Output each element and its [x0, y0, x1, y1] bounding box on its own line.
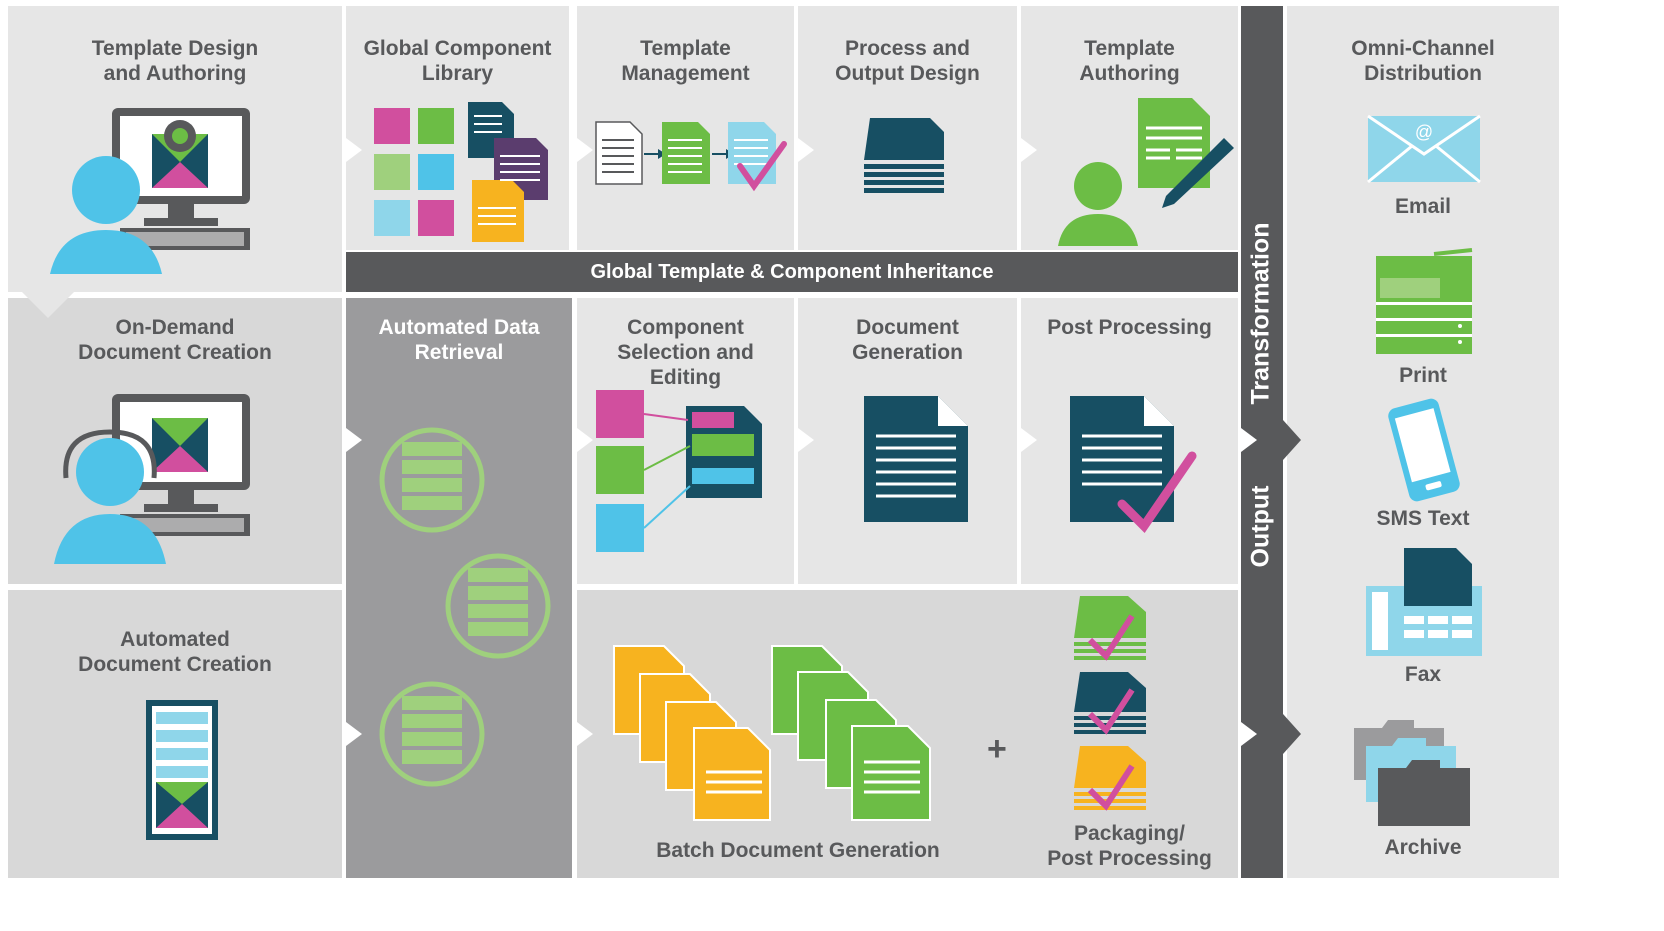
server-icon [146, 700, 218, 840]
title-packaging: Packaging/ Post Processing [1047, 822, 1212, 870]
chevron-arrow [346, 138, 362, 162]
designer-computer-icon [50, 108, 250, 274]
channel-label-fax: Fax [1404, 663, 1442, 686]
channel-label-archive: Archive [1384, 836, 1462, 859]
title-automated-data-retrieval: Automated Data Retrieval [378, 316, 540, 364]
channel-label-sms: SMS Text [1376, 507, 1470, 530]
title-on-demand: On-Demand Document Creation [78, 316, 272, 364]
chevron-arrow [1021, 138, 1037, 162]
database-icon [379, 427, 485, 533]
document-stack-icon [864, 118, 944, 193]
channel-label-print: Print [1399, 364, 1447, 387]
chevron-arrow [577, 428, 593, 452]
component-selection-icon [596, 390, 762, 552]
title-process-output-design: Process and Output Design [835, 37, 980, 85]
chevron-arrow [798, 138, 814, 162]
chevron-arrow [1283, 420, 1301, 460]
plus-sign: + [987, 730, 1007, 768]
batch-documents-icon [613, 645, 931, 821]
chevron-arrow [346, 428, 362, 452]
database-icon [379, 681, 485, 787]
chevron-arrow [1241, 428, 1257, 452]
title-template-design: Template Design and Authoring [91, 37, 259, 85]
inheritance-bar: Global Template & Component Inheritance [346, 252, 1238, 292]
title-document-generation: Document Generation [852, 316, 963, 364]
envelope-icon: @ [1367, 114, 1481, 184]
agent-computer-icon [54, 394, 250, 564]
title-batch-generation: Batch Document Generation [656, 839, 940, 862]
template-management-icon [595, 121, 787, 192]
inheritance-bar-label: Global Template & Component Inheritance [590, 261, 994, 283]
title-omni-channel: Omni-Channel Distribution [1351, 37, 1495, 85]
fax-icon [1366, 548, 1482, 656]
packaging-stacks-icon [1074, 596, 1146, 811]
approved-document-icon [1070, 396, 1197, 534]
callout-pointer [22, 292, 74, 318]
chevron-arrow [1021, 428, 1037, 452]
author-pen-icon [1058, 98, 1234, 246]
channel-label-email: Email [1394, 195, 1452, 218]
chevron-arrow [577, 722, 593, 746]
title-automated-creation: Automated Document Creation [78, 628, 272, 676]
title-template-management: Template Management [621, 37, 750, 85]
printer-icon [1376, 248, 1473, 354]
component-library-icon [374, 102, 548, 242]
phone-icon [1388, 398, 1460, 502]
title-component-selection: Component Selection and Editing [617, 316, 754, 389]
folders-icon [1354, 720, 1470, 826]
chevron-arrow [577, 138, 593, 162]
chevron-arrow [346, 722, 362, 746]
document-icon [864, 396, 968, 522]
database-icon [445, 553, 551, 659]
panel-automated-data-retrieval: Automated Data Retrieval [346, 298, 572, 878]
title-global-component-library: Global Component Library [363, 37, 552, 85]
chevron-arrow [1241, 722, 1257, 746]
title-template-authoring: Template Authoring [1079, 37, 1180, 85]
chevron-arrow [1283, 714, 1301, 754]
chevron-arrow [798, 428, 814, 452]
title-post-processing: Post Processing [1047, 316, 1212, 339]
svg-text:@: @ [1415, 122, 1433, 142]
